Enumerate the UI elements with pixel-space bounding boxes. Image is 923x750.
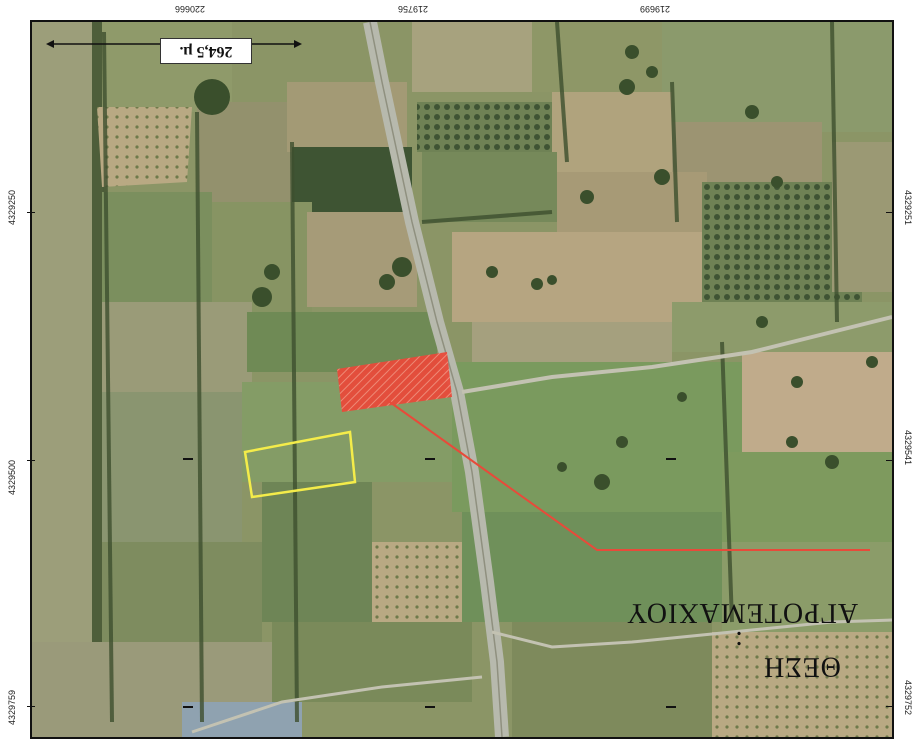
grid-tick: [666, 706, 676, 708]
grid-tick: [183, 706, 193, 708]
caption-colon: :: [735, 625, 743, 656]
grid-tick: [27, 212, 35, 213]
grid-tick: [886, 460, 894, 461]
leader-line: [386, 399, 870, 551]
left-coord-label: 4329500: [7, 459, 17, 495]
study-parcel-outline: [243, 430, 357, 499]
grid-tick: [183, 458, 193, 460]
right-coord-label: 4329251: [903, 190, 913, 226]
top-coord-label: 219699: [640, 4, 671, 14]
grid-tick: [27, 706, 35, 707]
grid-tick: [666, 458, 676, 460]
caption-line-2: ΘΕΣΗ: [763, 651, 841, 682]
top-coord-label: 219756: [398, 4, 429, 14]
grid-tick: [425, 458, 435, 460]
highlighted-parcel: [337, 352, 452, 412]
left-coord-label: 4329250: [7, 189, 17, 225]
aerial-photo: [32, 22, 892, 737]
grid-tick: [886, 706, 894, 707]
top-coord-label: 220666: [175, 4, 206, 14]
scale-bar-label: 264,5 μ.: [160, 38, 252, 64]
right-coord-label: 4329752: [903, 680, 913, 716]
aerial-map-frame: 264,5 μ. ΑΓΡΟΤΕΜΑΧΙΟΥ : ΘΕΣΗ: [30, 20, 894, 739]
right-coord-label: 4329541: [903, 430, 913, 466]
grid-tick: [886, 212, 894, 213]
left-coord-label: 4329759: [7, 689, 17, 725]
grid-tick: [425, 706, 435, 708]
caption-line-1: ΑΓΡΟΤΕΜΑΧΙΟΥ: [625, 597, 859, 628]
grid-tick: [27, 460, 35, 461]
